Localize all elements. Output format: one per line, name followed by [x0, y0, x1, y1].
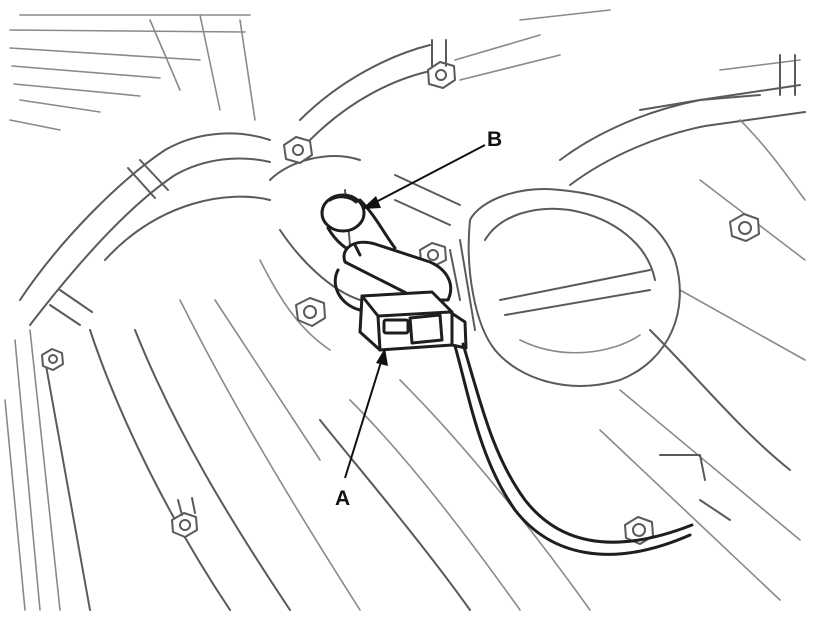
connector: [358, 290, 468, 352]
callout-b-leader-line: [373, 144, 486, 204]
callout-a-leader-line: [344, 361, 382, 479]
wire-harness: [453, 342, 694, 556]
callout-b: B: [362, 128, 502, 209]
callout-a: A: [335, 348, 388, 510]
bolt-icon: [427, 39, 456, 89]
bolt-icon: [729, 213, 760, 242]
bolt-icon: [171, 497, 198, 538]
bolt-icon: [41, 348, 64, 371]
callout-b-label: B: [487, 128, 502, 151]
bolts: [41, 39, 760, 545]
engine-linework: [4, 9, 806, 611]
callout-b-arrowhead: [362, 196, 381, 209]
callout-a-label: A: [335, 487, 350, 510]
sensor-body: [333, 240, 453, 312]
bolt-icon: [283, 136, 313, 164]
sensor-head: [320, 193, 397, 257]
bolt-icon: [295, 297, 326, 327]
sensor-assembly: [320, 193, 694, 556]
callout-a-arrowhead: [376, 348, 388, 366]
